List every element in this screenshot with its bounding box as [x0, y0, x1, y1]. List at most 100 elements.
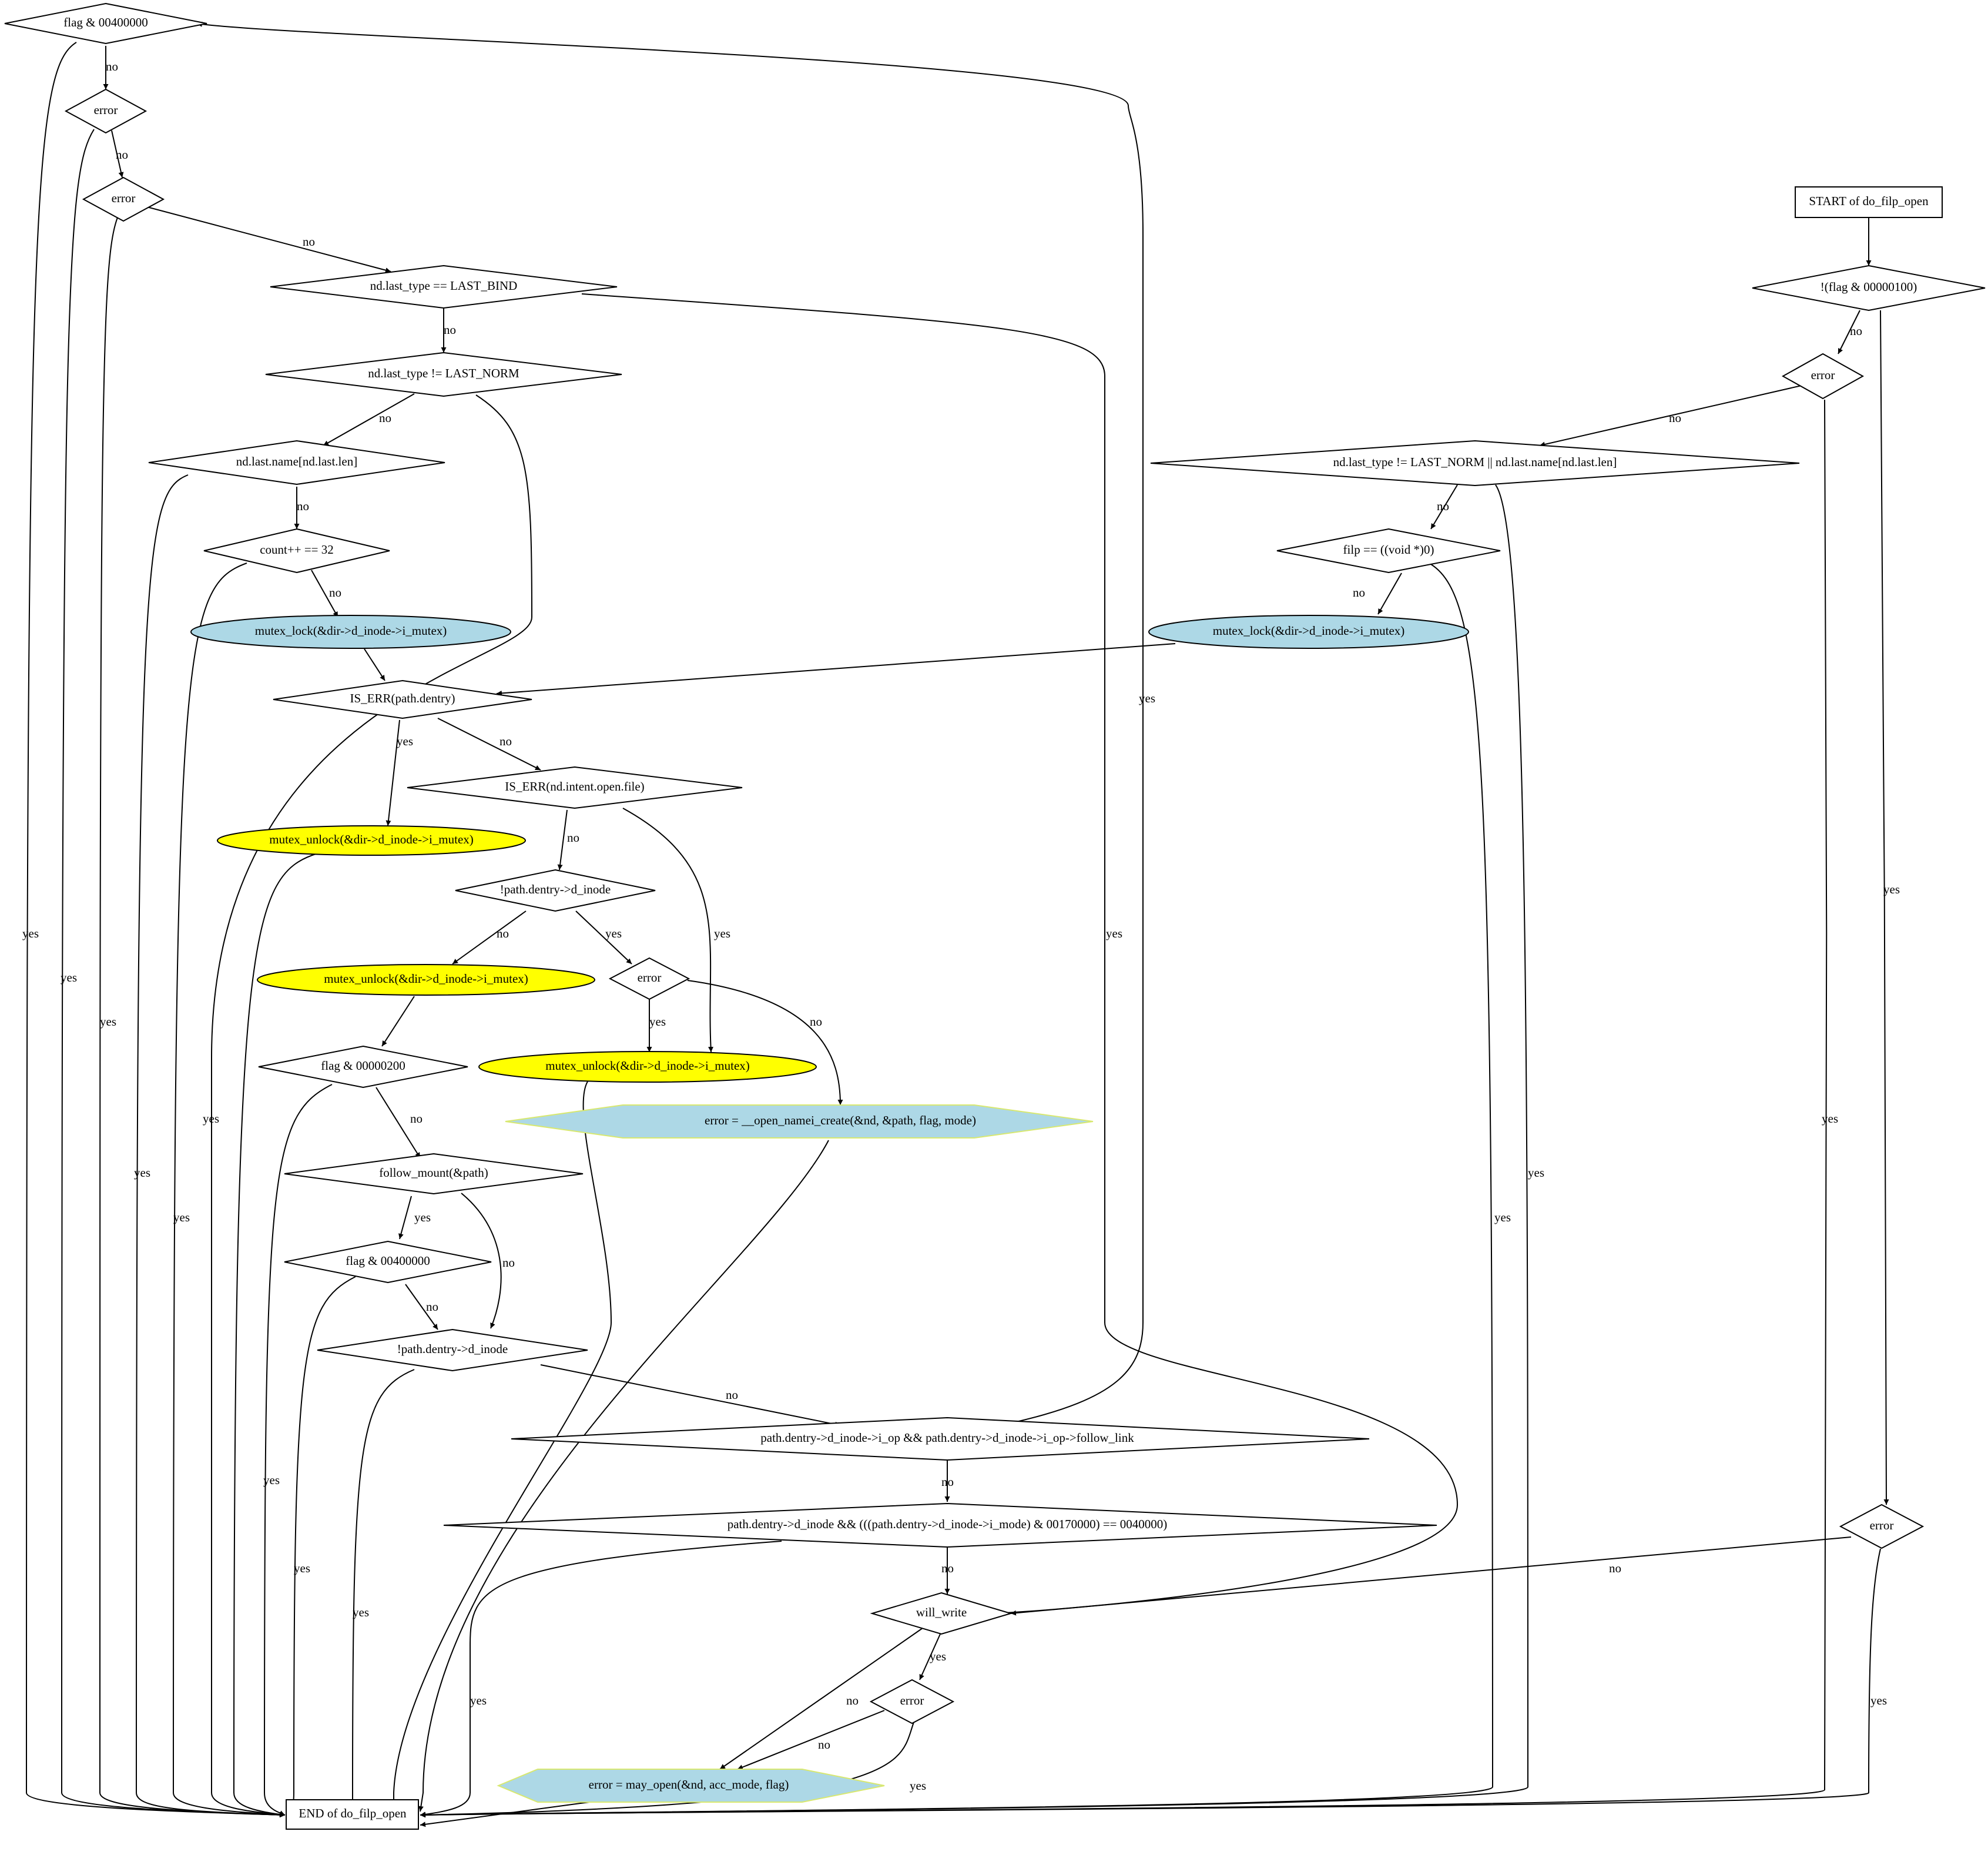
edge-label-yes: yes: [294, 1561, 310, 1575]
edge-label-yes: yes: [930, 1649, 946, 1663]
edge-iserr-unlock1: [385, 719, 400, 826]
edge-create-end: [418, 1140, 829, 1812]
decision-count[interactable]: count++ == 32: [203, 528, 390, 574]
mutex-unlock-label: mutex_unlock(&dir->d_inode->i_mutex): [269, 832, 474, 846]
end-node[interactable]: END of do_filp_open: [286, 1799, 419, 1830]
edge-iserr-iserrfile: [437, 718, 541, 771]
decision-no-inode-2[interactable]: !path.dentry->d_inode: [317, 1328, 588, 1372]
decision-label: !path.dentry->d_inode: [500, 882, 611, 896]
edge-lockright-iserr: [496, 643, 1176, 696]
edge-noinode1-unlock2: [452, 910, 527, 965]
decision-error[interactable]: error: [869, 1679, 955, 1725]
mutex-lock-label: mutex_lock(&dir->d_inode->i_mutex): [255, 624, 447, 638]
edge-label-no: no: [116, 148, 128, 162]
decision-flag-200[interactable]: flag & 00000200: [258, 1045, 468, 1089]
mutex-unlock-1[interactable]: mutex_unlock(&dir->d_inode->i_mutex): [217, 825, 526, 856]
edge-lastnorm-end: [211, 394, 533, 1817]
edge-label-yes: yes: [1528, 1166, 1544, 1180]
edge-errr2-willwrite: [1010, 1536, 1852, 1616]
decision-flag-400-top[interactable]: flag & 00400000: [4, 2, 207, 45]
edge-flag200-end: [263, 1084, 333, 1816]
decision-follow-mount[interactable]: follow_mount(&path): [284, 1153, 584, 1195]
edge-lastbind-willwrite: [581, 293, 1459, 1616]
edge-label-no: no: [444, 323, 456, 337]
decision-label: flag & 00400000: [63, 15, 147, 29]
mutex-unlock-2[interactable]: mutex_unlock(&dir->d_inode->i_mutex): [257, 964, 595, 996]
edge-flag100-errr1: [1838, 310, 1860, 354]
decision-last-bind[interactable]: nd.last_type == LAST_BIND: [270, 264, 618, 309]
decision-follow-link[interactable]: path.dentry->d_inode->i_op && path.dentr…: [511, 1417, 1370, 1461]
decision-label: error: [112, 191, 136, 205]
edge-flag400mid-end: [288, 1276, 356, 1816]
may-open-call-label: error = may_open(&nd, acc_mode, flag): [589, 1777, 789, 1792]
edge-lastname-end: [135, 474, 286, 1818]
edge-errc-create: [687, 980, 843, 1106]
edge-label-yes: yes: [61, 970, 77, 985]
edge-filp-end: [420, 564, 1494, 1818]
decision-no-inode-1[interactable]: !path.dentry->d_inode: [455, 869, 656, 912]
decision-last-name[interactable]: nd.last.name[nd.last.len]: [148, 440, 445, 485]
edge-errr1-lastnormor: [1539, 384, 1805, 447]
edge-label-no: no: [810, 1014, 822, 1029]
mutex-lock-left[interactable]: mutex_lock(&dir->d_inode->i_mutex): [190, 615, 511, 649]
edge-errb-lastbind: [146, 206, 391, 273]
edge-flag200-followmount: [376, 1087, 421, 1158]
edge-errb-end: [99, 217, 286, 1818]
decision-error[interactable]: error: [608, 957, 690, 1000]
edge-lastnorm-lastname: [323, 393, 415, 446]
decision-is-err-file[interactable]: IS_ERR(nd.intent.open.file): [407, 766, 743, 809]
create-call[interactable]: error = __open_namei_create(&nd, &path, …: [505, 1104, 1094, 1139]
mutex-unlock-label: mutex_unlock(&dir->d_inode->i_mutex): [545, 1059, 750, 1073]
edges: [25, 21, 1889, 1827]
edge-label-yes: yes: [1139, 691, 1155, 705]
edge-label-yes: yes: [397, 734, 413, 748]
decision-label: !path.dentry->d_inode: [397, 1342, 508, 1356]
edge-label-no: no: [329, 585, 341, 600]
mutex-lock-label: mutex_lock(&dir->d_inode->i_mutex): [1213, 624, 1405, 638]
decision-label: count++ == 32: [260, 543, 334, 557]
edge-label-no: no: [1353, 585, 1365, 600]
decision-s-isdir[interactable]: path.dentry->d_inode && (((path.dentry->…: [443, 1502, 1437, 1548]
edge-unlock1-end: [233, 853, 318, 1817]
edge-label-no: no: [1669, 411, 1681, 425]
edge-willwrite-mayopen: [719, 1628, 923, 1770]
edge-label-no: no: [1850, 324, 1862, 338]
start-node[interactable]: START of do_filp_open: [1795, 186, 1943, 218]
decision-label: flag & 00000200: [321, 1059, 405, 1073]
decision-error[interactable]: error: [64, 88, 147, 134]
mutex-unlock-3[interactable]: mutex_unlock(&dir->d_inode->i_mutex): [478, 1051, 817, 1083]
edge-label-yes: yes: [1883, 882, 1900, 896]
decision-error[interactable]: error: [82, 176, 165, 222]
may-open-call[interactable]: error = may_open(&nd, acc_mode, flag): [497, 1769, 885, 1803]
decision-label: IS_ERR(nd.intent.open.file): [505, 779, 644, 793]
edge-label-yes: yes: [910, 1779, 926, 1793]
edge-willwrite-errd: [919, 1633, 941, 1680]
edge-label-yes: yes: [649, 1014, 666, 1029]
edge-flag400top-end: [25, 42, 286, 1818]
decision-is-err-dentry[interactable]: IS_ERR(path.dentry): [273, 679, 532, 719]
edge-label-yes: yes: [1494, 1210, 1511, 1224]
end-node-label: END of do_filp_open: [299, 1806, 407, 1820]
edge-erra-end: [61, 129, 286, 1818]
decision-last-norm[interactable]: nd.last_type != LAST_NORM: [265, 351, 622, 397]
decision-will-write[interactable]: will_write: [870, 1592, 1013, 1635]
decision-flag-100[interactable]: !(flag & 00000100): [1752, 264, 1986, 312]
decision-error[interactable]: error: [1781, 353, 1865, 400]
decision-label: error: [638, 970, 662, 985]
mutex-lock-right[interactable]: mutex_lock(&dir->d_inode->i_mutex): [1148, 615, 1469, 649]
edge-label-no: no: [297, 499, 309, 513]
decision-last-norm-or[interactable]: nd.last_type != LAST_NORM || nd.last.nam…: [1150, 440, 1800, 487]
decision-label: !(flag & 00000100): [1821, 280, 1917, 294]
edge-count-end: [172, 562, 286, 1817]
edge-filp-lockright: [1377, 572, 1402, 615]
decision-flag-400-mid[interactable]: flag & 00400000: [284, 1240, 492, 1284]
edge-label-yes: yes: [1870, 1693, 1887, 1707]
nodes: START of do_filp_open !(flag & 00000100)…: [4, 2, 1986, 1830]
edge-iserrfile-unlock3: [622, 808, 714, 1053]
decision-error[interactable]: error: [1839, 1504, 1925, 1549]
edge-label-no: no: [726, 1388, 738, 1402]
decision-label: follow_mount(&path): [379, 1166, 488, 1180]
decision-filp-null[interactable]: filp == ((void *)0): [1276, 528, 1501, 574]
edge-errd-mayopen: [737, 1710, 885, 1770]
